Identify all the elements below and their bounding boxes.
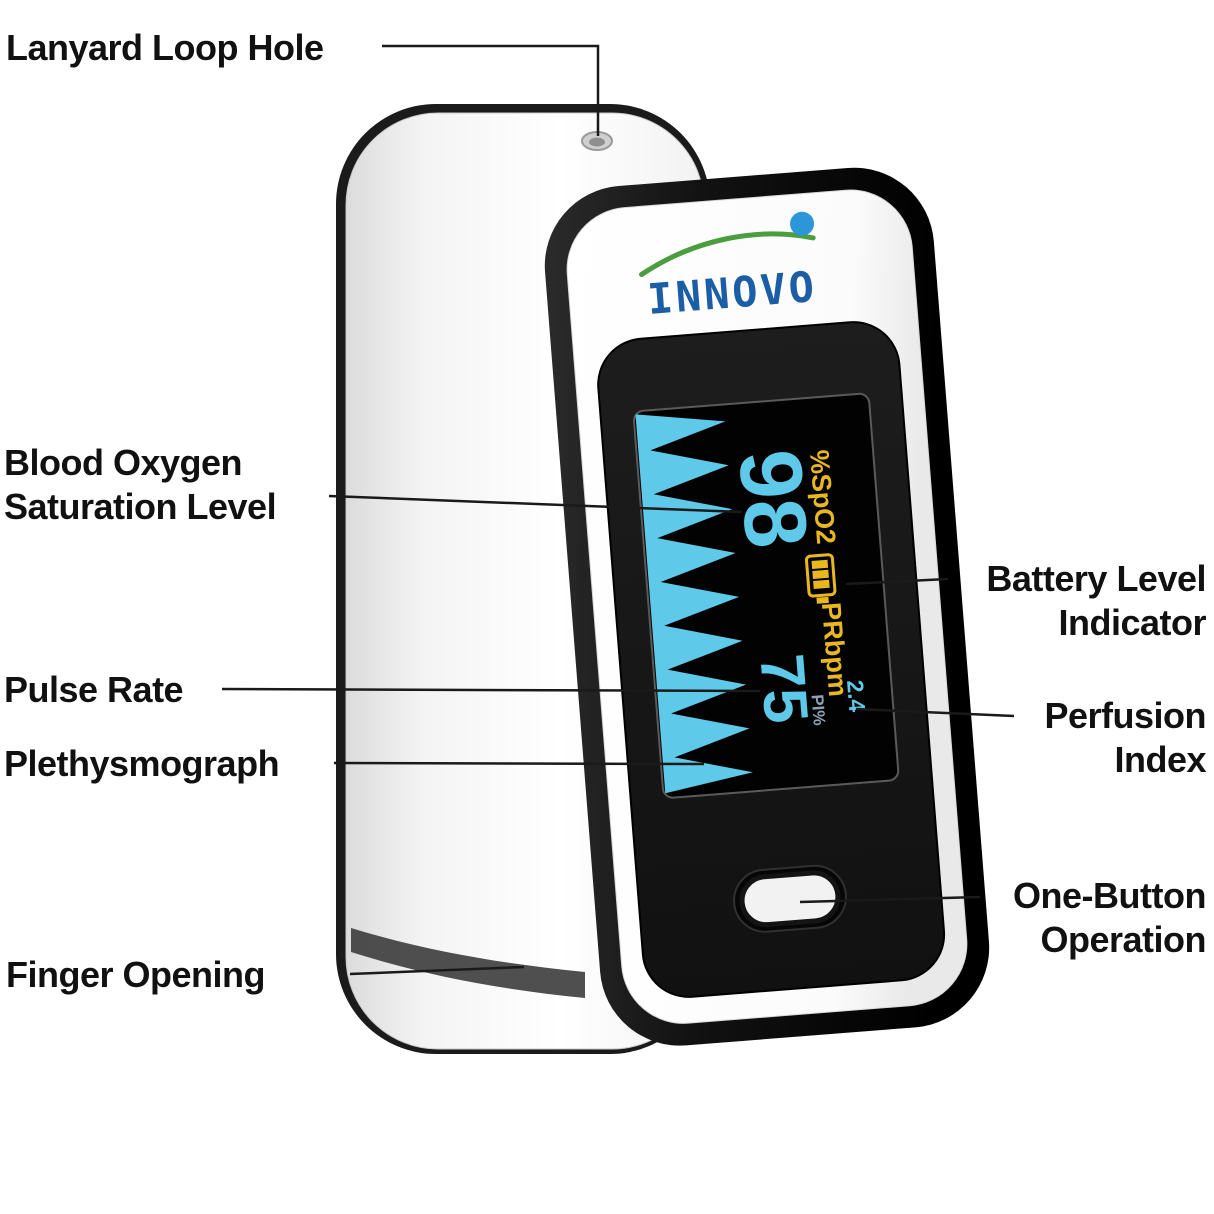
label-one-button-operation: One-Button Operation: [1013, 874, 1206, 962]
power-button: [733, 864, 847, 933]
label-line: Plethysmograph: [4, 743, 280, 784]
label-perfusion-index: Perfusion Index: [1044, 694, 1206, 782]
logo-swoosh-icon: [639, 231, 816, 278]
callout-line-plethysmograph: [333, 761, 705, 766]
label-line: Finger Opening: [6, 954, 266, 995]
label-plethysmograph: Plethysmograph: [4, 742, 280, 786]
callout-line-perfusion: [855, 707, 1015, 718]
device-illustration: INNOVO 98 %SpO2: [336, 104, 990, 1054]
perfusion-index-value: 2.4: [842, 679, 870, 713]
front-panel: INNOVO 98 %SpO2: [544, 167, 990, 1046]
label-line: Pulse Rate: [4, 669, 184, 710]
callout-line-blood-oxygen: [328, 494, 743, 514]
spo2-value: 98: [720, 446, 826, 551]
label-line: Blood Oxygen: [4, 442, 243, 483]
label-blood-oxygen-saturation: Blood Oxygen Saturation Level: [4, 441, 277, 529]
label-line: Index: [1114, 739, 1206, 780]
label-line: Battery Level: [986, 558, 1206, 599]
callout-lines: [221, 44, 1015, 976]
logo-dot-icon: [790, 211, 815, 236]
label-line: Indicator: [1058, 602, 1206, 643]
label-line: Operation: [1040, 919, 1206, 960]
pulse-rate-value: 75: [746, 652, 820, 726]
pulse-rate-label: PRbpm: [816, 601, 853, 698]
label-line: One-Button: [1013, 875, 1206, 916]
label-lanyard-loop-hole: Lanyard Loop Hole: [6, 26, 324, 70]
battery-icon: [804, 553, 837, 604]
lanyard-hole: [581, 131, 613, 151]
label-pulse-rate: Pulse Rate: [4, 668, 184, 712]
label-battery-level-indicator: Battery Level Indicator: [986, 557, 1206, 645]
callout-line-finger-opening: [349, 965, 525, 976]
callout-line-one-button: [799, 895, 981, 904]
callout-line-pulse-rate: [221, 687, 761, 693]
finger-opening: [351, 928, 585, 998]
label-finger-opening: Finger Opening: [6, 953, 266, 997]
label-line: Saturation Level: [4, 486, 277, 527]
callout-line-battery: [845, 577, 949, 586]
callout-line-lanyard: [382, 44, 600, 136]
label-line: Lanyard Loop Hole: [6, 27, 324, 68]
spo2-label: %SpO2: [804, 449, 841, 546]
label-line: Perfusion: [1044, 695, 1206, 736]
perfusion-index-label: PI%: [808, 694, 829, 727]
